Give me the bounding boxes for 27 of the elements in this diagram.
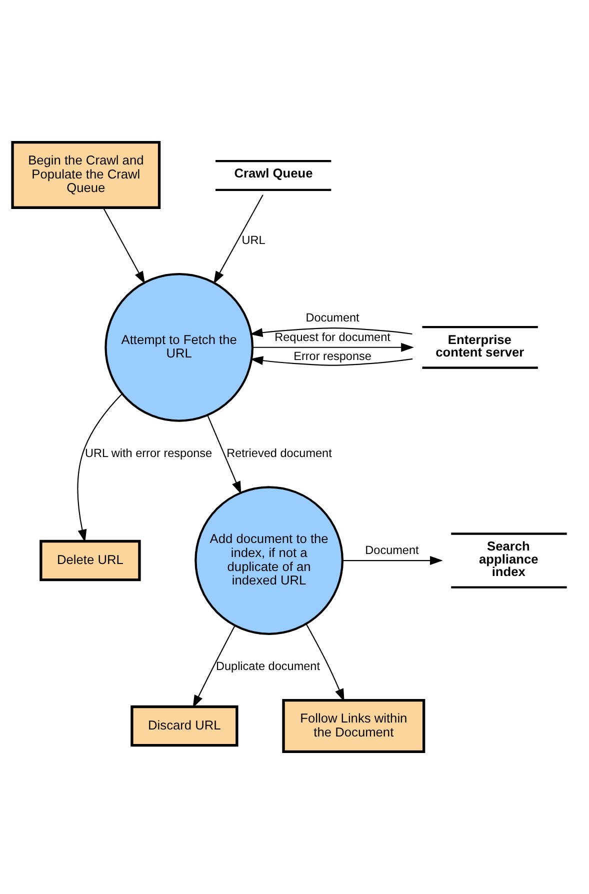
node-circle: Add document to the index, if not a duplicate of an indexed URL (194, 486, 344, 635)
edge-label: Request for document (274, 330, 390, 344)
edge-label: Retrieved document (226, 446, 332, 460)
edge-label: URL with error response (85, 446, 212, 460)
node-text: Crawl Queue (234, 166, 313, 181)
node-text: Search appliance index (478, 538, 538, 580)
edge-label: URL (242, 234, 266, 247)
node-box: Begin the Crawl and Populate the Crawl Queue (11, 140, 161, 209)
arrow (342, 556, 443, 566)
node-box: Follow Links within the Document (282, 698, 426, 754)
arrow (252, 342, 414, 352)
arrow (306, 624, 344, 702)
arrow (207, 415, 242, 494)
arrow (102, 207, 146, 284)
arrow (77, 394, 122, 542)
arrow (192, 626, 236, 708)
edge-label: Error response (294, 350, 372, 364)
arrow (250, 328, 412, 338)
node-text: Enterprise content server (436, 332, 524, 360)
node-box: Discard URL (130, 705, 238, 747)
node-circle: Attempt to Fetch the URL (104, 272, 254, 422)
arrow (250, 356, 413, 366)
edge-label: Document (365, 544, 419, 557)
edge-label: Duplicate document (216, 660, 320, 674)
arrow (214, 194, 264, 284)
edge-label: Document (306, 311, 360, 324)
node-box: Delete URL (40, 540, 141, 582)
